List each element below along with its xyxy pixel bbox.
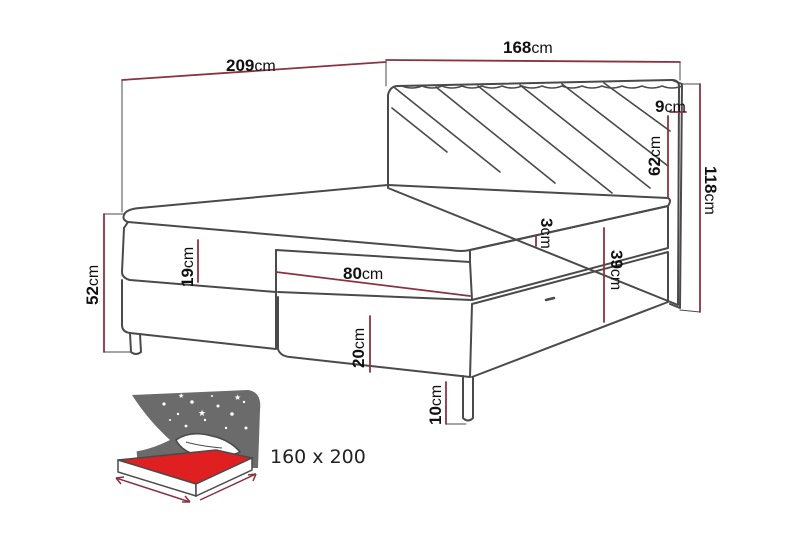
label-topper-thickness: 3cm bbox=[537, 218, 556, 249]
topper bbox=[122, 184, 671, 252]
label-width: 168cm bbox=[503, 38, 553, 57]
moon-icon bbox=[132, 395, 170, 452]
label-mattress-height: 39cm bbox=[607, 250, 626, 290]
label-mattress-width: 80cm bbox=[343, 264, 383, 283]
bed-drawing bbox=[121, 79, 683, 422]
svg-text:★: ★ bbox=[178, 392, 184, 400]
mattress-side bbox=[469, 205, 669, 301]
stars-icon: ★ ★ ★ bbox=[162, 392, 248, 430]
base-box-right bbox=[277, 296, 473, 378]
label-upper-section-height: 19cm bbox=[178, 247, 197, 287]
dimension-labels: 209cm 168cm 9cm 62cm 118cm 3cm 39cm 80cm… bbox=[83, 38, 720, 425]
length-arrow-icon bbox=[115, 477, 191, 503]
label-total-height: 118cm bbox=[701, 166, 720, 215]
svg-text:★: ★ bbox=[198, 409, 206, 419]
label-leg-height: 10cm bbox=[426, 385, 445, 425]
mattress-front bbox=[121, 221, 277, 293]
width-arrow-icon bbox=[199, 473, 257, 501]
label-base-height: 52cm bbox=[83, 265, 102, 305]
bed-size-icon: ★ ★ ★ bbox=[115, 390, 261, 503]
headboard-scallops bbox=[401, 85, 683, 89]
headboard-side bbox=[669, 79, 683, 309]
leg-right bbox=[462, 375, 474, 422]
leg-left bbox=[129, 332, 142, 355]
base-box-side bbox=[471, 251, 669, 378]
label-headboard-thickness: 9cm bbox=[655, 97, 686, 116]
label-total-length: 209cm bbox=[226, 56, 276, 75]
svg-text:★: ★ bbox=[234, 393, 241, 402]
dimension-lines bbox=[103, 59, 701, 425]
headboard-stitching bbox=[391, 82, 671, 194]
sleep-size-label: 160 x 200 bbox=[270, 446, 366, 468]
label-box-height: 20cm bbox=[349, 328, 368, 368]
label-headboard-panel-height: 62cm bbox=[645, 136, 664, 176]
mini-mattress-side bbox=[195, 456, 253, 498]
mattress-right-block bbox=[275, 249, 473, 301]
